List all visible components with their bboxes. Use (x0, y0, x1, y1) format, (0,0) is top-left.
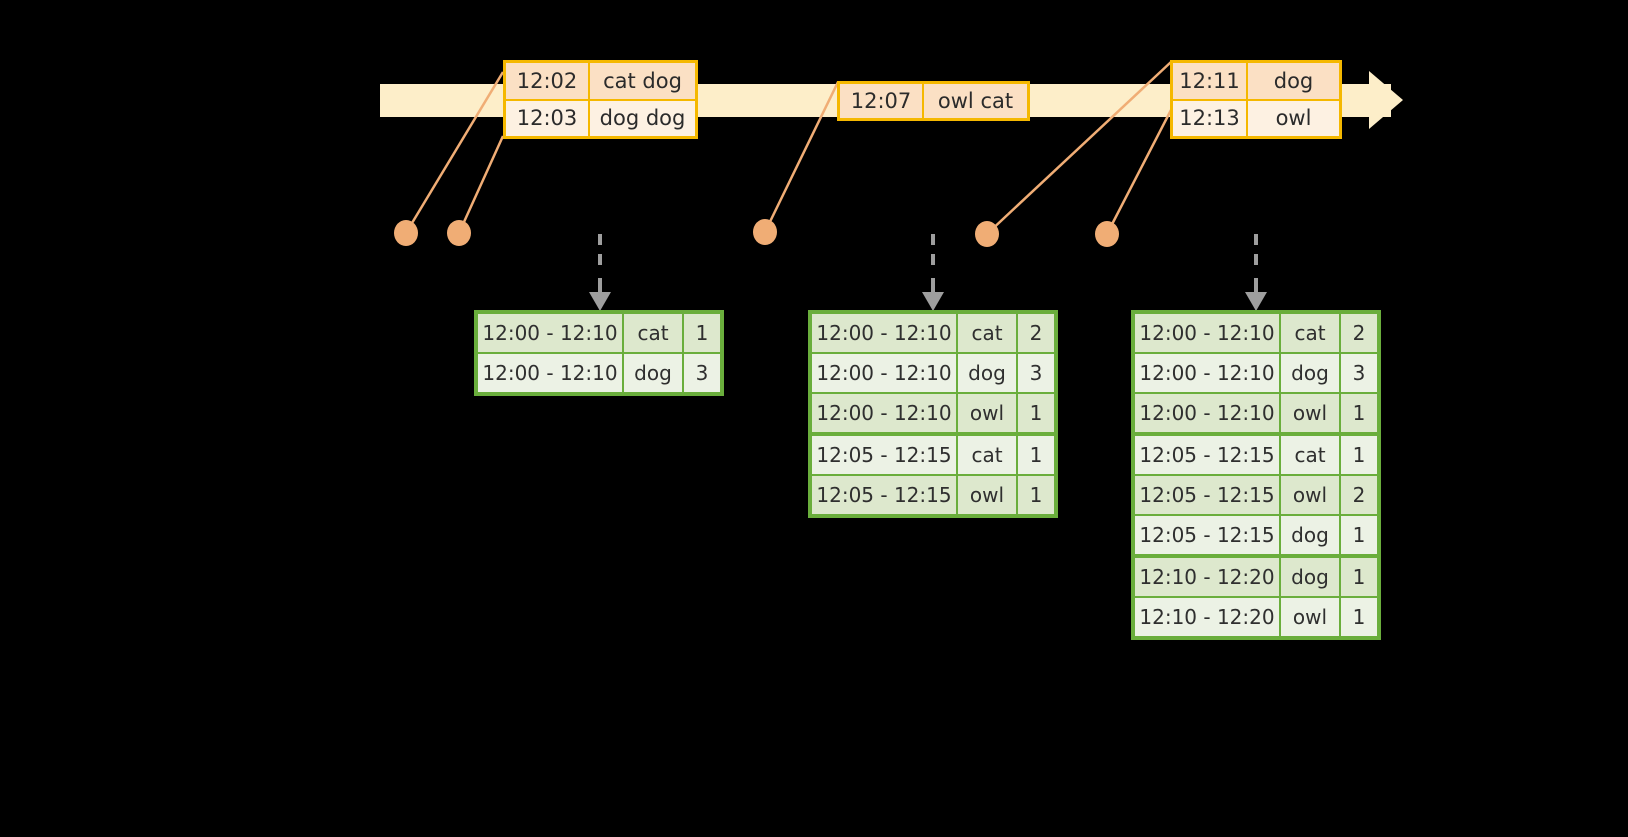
cell-count: 1 (1018, 394, 1054, 432)
cell-key: cat (1281, 436, 1341, 474)
event-dot-1 (394, 220, 418, 246)
event-time: 12:03 (506, 100, 590, 136)
result-group: 12:00 - 12:10 cat 2 12:00 - 12:10 dog 3 … (1135, 314, 1377, 432)
cell-window: 12:00 - 12:10 (1135, 354, 1281, 392)
event-time: 12:07 (840, 84, 924, 118)
event-time: 12:11 (1173, 63, 1248, 99)
event-words: owl (1248, 100, 1339, 136)
cell-count: 1 (1018, 436, 1054, 474)
table-row: 12:00 - 12:10 cat 2 (812, 314, 1054, 352)
table-row: 12:05 - 12:15 owl 1 (812, 474, 1054, 514)
event-row: 12:03 dog dog (506, 98, 695, 136)
event-box-3: 12:11 dog 12:13 owl (1170, 60, 1342, 139)
result-table-2: 12:00 - 12:10 cat 2 12:00 - 12:10 dog 3 … (808, 310, 1058, 518)
cell-count: 1 (1341, 394, 1377, 432)
cell-count: 1 (1341, 436, 1377, 474)
cell-key: dog (1281, 354, 1341, 392)
table-row: 12:00 - 12:10 cat 2 (1135, 314, 1377, 352)
event-box-2: 12:07 owl cat (837, 81, 1030, 121)
cell-key: owl (958, 394, 1018, 432)
table-row: 12:00 - 12:10 dog 3 (478, 352, 720, 392)
result-table-1: 12:00 - 12:10 cat 1 12:00 - 12:10 dog 3 (474, 310, 724, 396)
cell-key: owl (1281, 476, 1341, 514)
table-row: 12:00 - 12:10 cat 1 (478, 314, 720, 352)
cell-key: owl (1281, 598, 1341, 636)
cell-window: 12:05 - 12:15 (812, 436, 958, 474)
table-row: 12:00 - 12:10 dog 3 (1135, 352, 1377, 392)
event-dot-2 (447, 220, 471, 246)
cell-key: owl (958, 476, 1018, 514)
cell-key: cat (958, 314, 1018, 352)
event-row: 12:11 dog (1173, 63, 1339, 99)
event-time: 12:13 (1173, 100, 1248, 136)
event-words: dog (1248, 63, 1339, 99)
table-row: 12:00 - 12:10 dog 3 (812, 352, 1054, 392)
cell-window: 12:10 - 12:20 (1135, 598, 1281, 636)
cell-count: 1 (1341, 558, 1377, 596)
cell-count: 1 (684, 314, 720, 352)
cell-count: 1 (1018, 476, 1054, 514)
cell-key: dog (624, 354, 684, 392)
cell-window: 12:00 - 12:10 (812, 354, 958, 392)
event-time: 12:02 (506, 63, 590, 99)
cell-window: 12:00 - 12:10 (478, 314, 624, 352)
cell-count: 2 (1341, 476, 1377, 514)
cell-key: cat (958, 436, 1018, 474)
event-row: 12:07 owl cat (840, 84, 1027, 118)
table-row: 12:05 - 12:15 dog 1 (1135, 514, 1377, 554)
event-row: 12:13 owl (1173, 98, 1339, 136)
cell-window: 12:05 - 12:15 (1135, 436, 1281, 474)
cell-window: 12:00 - 12:10 (1135, 314, 1281, 352)
event-box-1: 12:02 cat dog 12:03 dog dog (503, 60, 698, 139)
cell-window: 12:00 - 12:10 (812, 394, 958, 432)
cell-key: dog (1281, 516, 1341, 554)
cell-window: 12:00 - 12:10 (1135, 394, 1281, 432)
cell-key: dog (1281, 558, 1341, 596)
cell-count: 1 (1341, 516, 1377, 554)
table-row: 12:10 - 12:20 owl 1 (1135, 596, 1377, 636)
timeline-arrowhead (1369, 71, 1403, 129)
result-group: 12:10 - 12:20 dog 1 12:10 - 12:20 owl 1 (1135, 554, 1377, 636)
table-row: 12:05 - 12:15 cat 1 (812, 436, 1054, 474)
cell-count: 2 (1018, 314, 1054, 352)
result-group: 12:05 - 12:15 cat 1 12:05 - 12:15 owl 1 (812, 432, 1054, 514)
table-row: 12:05 - 12:15 cat 1 (1135, 436, 1377, 474)
cell-window: 12:05 - 12:15 (812, 476, 958, 514)
cell-window: 12:00 - 12:10 (478, 354, 624, 392)
event-dot-5 (1095, 221, 1119, 247)
cell-count: 1 (1341, 598, 1377, 636)
cell-key: owl (1281, 394, 1341, 432)
event-words: dog dog (590, 100, 695, 136)
event-dot-4 (975, 221, 999, 247)
cell-count: 2 (1341, 314, 1377, 352)
result-group: 12:05 - 12:15 cat 1 12:05 - 12:15 owl 2 … (1135, 432, 1377, 554)
cell-window: 12:05 - 12:15 (1135, 516, 1281, 554)
result-group: 12:00 - 12:10 cat 1 12:00 - 12:10 dog 3 (478, 314, 720, 392)
cell-key: cat (1281, 314, 1341, 352)
event-words: owl cat (924, 84, 1027, 118)
cell-key: dog (958, 354, 1018, 392)
cell-window: 12:05 - 12:15 (1135, 476, 1281, 514)
table-row: 12:00 - 12:10 owl 1 (1135, 392, 1377, 432)
cell-window: 12:00 - 12:10 (812, 314, 958, 352)
event-row: 12:02 cat dog (506, 63, 695, 99)
cell-count: 3 (684, 354, 720, 392)
result-group: 12:00 - 12:10 cat 2 12:00 - 12:10 dog 3 … (812, 314, 1054, 432)
cell-count: 3 (1341, 354, 1377, 392)
event-dot-3 (753, 219, 777, 245)
table-row: 12:10 - 12:20 dog 1 (1135, 558, 1377, 596)
cell-window: 12:10 - 12:20 (1135, 558, 1281, 596)
table-row: 12:00 - 12:10 owl 1 (812, 392, 1054, 432)
event-words: cat dog (590, 63, 695, 99)
cell-count: 3 (1018, 354, 1054, 392)
cell-key: cat (624, 314, 684, 352)
table-row: 12:05 - 12:15 owl 2 (1135, 474, 1377, 514)
result-table-3: 12:00 - 12:10 cat 2 12:00 - 12:10 dog 3 … (1131, 310, 1381, 640)
